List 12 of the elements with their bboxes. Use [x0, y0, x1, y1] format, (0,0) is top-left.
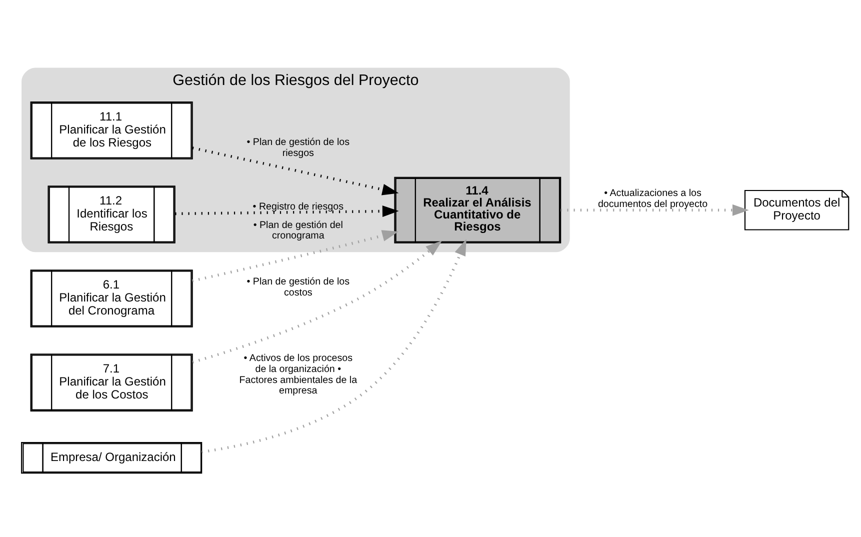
edge-label: • Plan de gestión del cronograma: [252, 220, 342, 242]
arrow: [192, 240, 442, 364]
arrow: [201, 239, 466, 454]
arrow: [174, 206, 398, 217]
edge-label: • Plan de gestión de los riesgos: [246, 136, 350, 159]
edge-label: • Activos de los procesos de la organización • Factores ambientales de la empresa: [238, 352, 357, 397]
edge-label: • Plan de gestión de los costos: [246, 276, 350, 298]
arrow: [192, 146, 398, 196]
arrow: [192, 230, 398, 282]
arrow: [560, 204, 748, 216]
edge-label: • Actualizaciones a los documentos del proyecto: [597, 188, 708, 210]
edge-label: • Registro de riesgos: [252, 201, 344, 212]
